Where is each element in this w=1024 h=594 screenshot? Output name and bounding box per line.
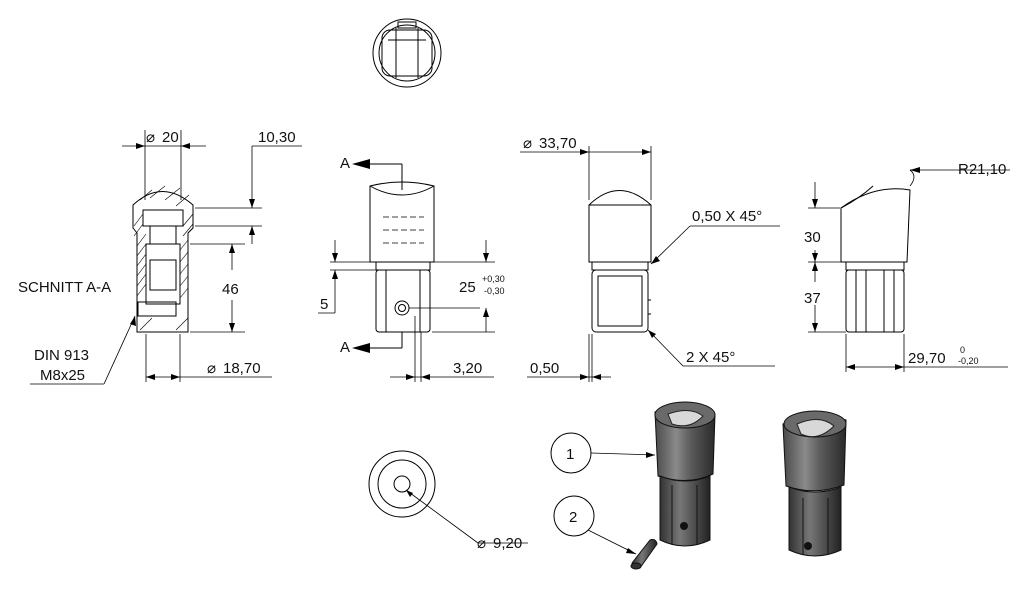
side-view: [520, 146, 780, 382]
dim-d20: 20: [162, 129, 179, 146]
set-screw-render: [630, 539, 658, 570]
dim-30: 30: [804, 229, 821, 246]
chamfer-0-50: 0,50 X 45°: [692, 208, 762, 225]
dim-29-70: 29,70: [908, 350, 946, 367]
dim-29-70-tol-minus: -0,20: [958, 356, 979, 366]
dim-25-tol-plus: +0,30: [482, 274, 505, 284]
front-view: [318, 159, 495, 382]
balloon-1-label: 1: [566, 446, 574, 463]
radius-21-10: R21,10: [958, 161, 1006, 178]
diameter-symbol-20: ⌀: [146, 129, 155, 146]
dim-3-20: 3,20: [453, 360, 482, 377]
part-render-2: [782, 410, 847, 557]
section-view: [30, 130, 302, 385]
balloon-2-label: 2: [569, 509, 577, 526]
dim-29-70-tol-zero: 0: [960, 345, 965, 355]
part-render-1: [654, 401, 716, 547]
chamfer-2: 2 X 45°: [686, 349, 735, 366]
dim-d18-70: 18,70: [223, 360, 261, 377]
dim-d33-70: 33,70: [539, 135, 577, 152]
balloon-2: [553, 495, 637, 555]
dim-5: 5: [320, 296, 328, 313]
dim-10-30: 10,30: [258, 129, 296, 146]
diameter-symbol-9-20: ⌀: [477, 535, 486, 552]
dim-25-tol-minus: -0,30: [484, 286, 505, 296]
diameter-symbol-18-70: ⌀: [207, 360, 216, 377]
dim-d9-20: 9,20: [493, 535, 522, 552]
top-view: [372, 18, 442, 88]
dim-37: 37: [804, 290, 821, 307]
dim-46: 46: [222, 281, 239, 298]
fastener-standard-label: DIN 913: [34, 347, 89, 364]
end-view: [808, 167, 1010, 372]
bottom-view: [368, 450, 528, 544]
fastener-size-label: M8x25: [40, 367, 85, 384]
section-hatching: [133, 185, 194, 331]
section-title: SCHNITT A-A: [18, 279, 111, 296]
cut-label-top: A: [340, 155, 350, 172]
cut-label-bottom: A: [340, 339, 350, 356]
dim-0-50: 0,50: [530, 360, 559, 377]
diameter-symbol-33-70: ⌀: [523, 135, 532, 152]
balloon-1: [550, 432, 656, 474]
dim-25: 25: [459, 279, 476, 296]
